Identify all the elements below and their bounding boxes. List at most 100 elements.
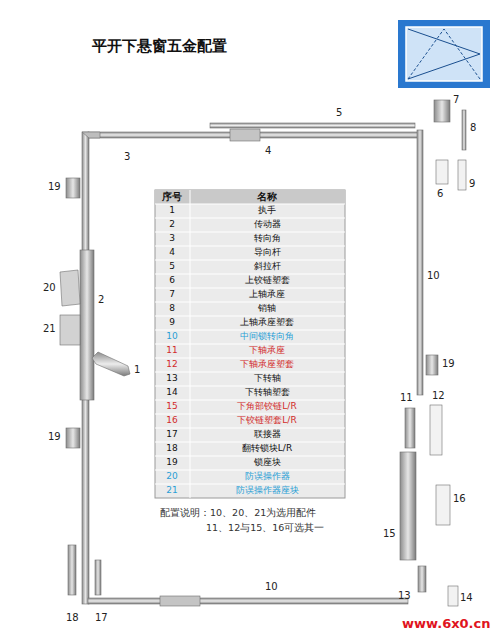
callout-number: 1 bbox=[134, 364, 140, 376]
table-cell: 锁座块 bbox=[254, 457, 281, 468]
callout-number: 6 bbox=[437, 188, 443, 200]
table-cell: 执手 bbox=[258, 205, 276, 216]
table-cell: 7 bbox=[169, 289, 175, 300]
table-cell: 中间锁转向角 bbox=[240, 331, 294, 342]
parts-table bbox=[155, 190, 345, 498]
callout-number: 19 bbox=[48, 181, 61, 193]
table-cell: 9 bbox=[169, 317, 175, 328]
table-cell: 18 bbox=[166, 443, 177, 454]
callout-number: 10 bbox=[427, 270, 440, 282]
table-cell: 19 bbox=[166, 457, 177, 468]
callout-number: 18 bbox=[66, 612, 79, 624]
table-cell: 联接器 bbox=[254, 429, 281, 440]
table-cell: 斜拉杆 bbox=[254, 261, 281, 272]
callout-number: 19 bbox=[48, 431, 61, 443]
table-cell: 15 bbox=[166, 401, 177, 412]
table-rule bbox=[155, 386, 345, 387]
callout-number: 3 bbox=[124, 151, 130, 163]
callout-number: 20 bbox=[43, 282, 56, 294]
table-cell: 3 bbox=[169, 233, 175, 244]
table-rule bbox=[155, 400, 345, 401]
title: 平开下悬窗五金配置 bbox=[92, 37, 227, 55]
callout-number: 11 bbox=[400, 392, 413, 404]
table-cell: 2 bbox=[169, 219, 175, 230]
table-rule bbox=[155, 456, 345, 457]
table-cell: 上轴承座 bbox=[249, 289, 285, 300]
callout-number: 9 bbox=[469, 178, 475, 190]
right-side-parts bbox=[400, 355, 458, 606]
top-hinge-parts bbox=[434, 100, 466, 190]
table-rule bbox=[155, 232, 345, 233]
table-cell: 传动器 bbox=[254, 219, 281, 230]
callout-number: 2 bbox=[98, 294, 104, 306]
table-cell: 8 bbox=[169, 303, 175, 314]
window-icon bbox=[398, 20, 490, 88]
table-cell: 防误操作器座块 bbox=[236, 485, 299, 496]
table-rule bbox=[155, 330, 345, 331]
table-cell: 翻转锁块L/R bbox=[242, 443, 292, 454]
table-rule bbox=[155, 442, 345, 443]
table-cell: 14 bbox=[166, 387, 177, 398]
callout-number: 8 bbox=[470, 122, 476, 134]
table-cell: 上铰链塑套 bbox=[245, 275, 290, 286]
callout-number: 5 bbox=[336, 107, 342, 119]
table-cell: 6 bbox=[169, 275, 175, 286]
callout-number: 14 bbox=[460, 592, 473, 604]
callout-number: 17 bbox=[95, 612, 108, 624]
callout-number: 7 bbox=[453, 94, 459, 106]
table-rule bbox=[155, 414, 345, 415]
callout-number: 16 bbox=[453, 493, 466, 505]
table-cell: 下轴承座 bbox=[249, 345, 285, 356]
table-cell: 上轴承座塑套 bbox=[240, 317, 294, 328]
callout-number: 4 bbox=[265, 145, 271, 157]
table-rule bbox=[155, 218, 345, 219]
table-cell: 20 bbox=[166, 471, 177, 482]
table-rule bbox=[155, 204, 345, 205]
table-cell: 11 bbox=[166, 345, 177, 356]
table-rule bbox=[155, 302, 345, 303]
table-cell: 5 bbox=[169, 261, 175, 272]
table-rule bbox=[155, 246, 345, 247]
watermark: www.6x0.cn bbox=[402, 616, 491, 632]
table-cell: 1 bbox=[169, 205, 175, 216]
table-cell: 下转轴塑套 bbox=[245, 387, 290, 398]
callout-number: 19 bbox=[442, 358, 455, 370]
table-cell: 导向杆 bbox=[254, 247, 281, 258]
table-cell: 下转轴 bbox=[254, 373, 281, 384]
config-note: 11、12与15、16可选其一 bbox=[206, 522, 324, 533]
callout-number: 10 bbox=[265, 581, 278, 593]
callout-number: 15 bbox=[383, 528, 396, 540]
table-header: 序号 bbox=[162, 191, 182, 202]
table-cell: 16 bbox=[166, 415, 177, 426]
frame-bars bbox=[82, 123, 423, 606]
table-rule bbox=[155, 428, 345, 429]
callout-number: 13 bbox=[398, 590, 411, 602]
callout-number: 21 bbox=[43, 323, 56, 335]
table-cell: 下轴承座塑套 bbox=[240, 359, 294, 370]
table-cell: 21 bbox=[166, 485, 177, 496]
table-cell: 转向角 bbox=[254, 233, 281, 244]
config-note: 配置说明：10、20、21为选用配件 bbox=[160, 507, 316, 518]
table-cell: 13 bbox=[166, 373, 177, 384]
table-cell: 12 bbox=[166, 359, 177, 370]
table-cell: 4 bbox=[169, 247, 175, 258]
table-header: 名称 bbox=[257, 191, 277, 202]
table-rule bbox=[155, 470, 345, 471]
table-rule bbox=[155, 344, 345, 345]
table-rule bbox=[155, 260, 345, 261]
table-cell: 防误操作器 bbox=[245, 471, 290, 482]
table-rule bbox=[155, 316, 345, 317]
table-cell: 下角部铰链L/R bbox=[237, 401, 296, 412]
table-rule bbox=[155, 484, 345, 485]
table-cell: 下铰链塑套L/R bbox=[237, 415, 296, 426]
callout-number: 12 bbox=[432, 390, 445, 402]
table-rule bbox=[155, 274, 345, 275]
table-cell: 10 bbox=[166, 331, 177, 342]
table-rule bbox=[155, 358, 345, 359]
table-rule bbox=[155, 372, 345, 373]
table-rule bbox=[155, 288, 345, 289]
left-side-parts bbox=[60, 178, 130, 595]
table-cell: 17 bbox=[166, 429, 177, 440]
table-cell: 销轴 bbox=[258, 303, 276, 314]
